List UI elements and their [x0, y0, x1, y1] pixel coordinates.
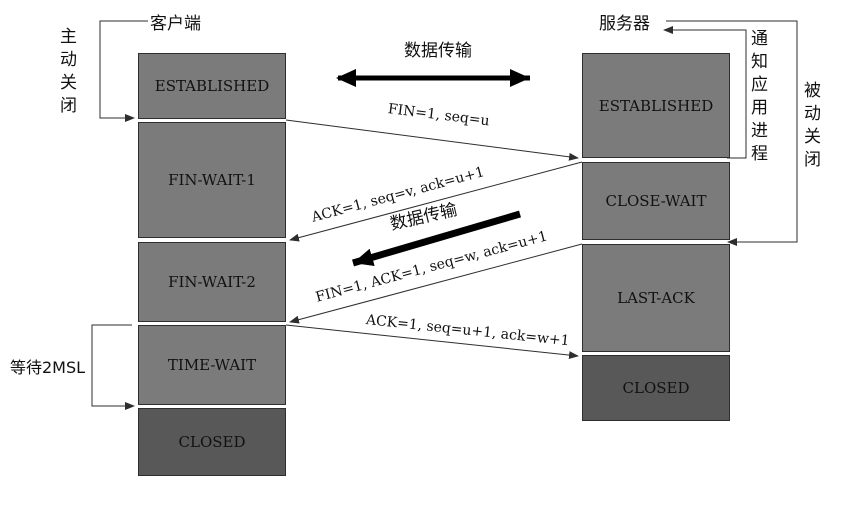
- data-transfer-thick-arrow: [352, 210, 521, 267]
- server-title: 服务器: [599, 14, 650, 34]
- wait-2msl-bracket: [91, 324, 135, 410]
- fin1-arrow: [285, 119, 579, 161]
- data-transfer-top-label: 数据传输: [404, 41, 472, 61]
- client-state-time-wait: TIME-WAIT: [138, 325, 286, 405]
- passive-close-label: 被动关闭: [804, 81, 821, 170]
- wait-2msl-label: 等待2MSL: [10, 358, 86, 377]
- client-state-closed: CLOSED: [138, 408, 286, 476]
- client-state-established: ESTABLISHED: [138, 53, 286, 119]
- active-close-bracket: [99, 20, 148, 122]
- fin2-arrow: [289, 243, 583, 324]
- server-state-close-wait: CLOSE-WAIT: [582, 162, 730, 240]
- server-state-last-ack: LAST-ACK: [582, 244, 730, 352]
- server-state-established: ESTABLISHED: [582, 53, 730, 158]
- client-state-fin-wait-2: FIN-WAIT-2: [138, 242, 286, 322]
- notify-app-label: 通知应用进程: [751, 29, 768, 164]
- active-close-label: 主动关闭: [60, 27, 77, 116]
- ack2-arrow: [285, 324, 579, 360]
- server-state-closed: CLOSED: [582, 355, 730, 421]
- ack1-arrow: [289, 161, 583, 242]
- notify-app-bracket: [663, 26, 747, 159]
- passive-close-bracket: [666, 20, 798, 246]
- client-title: 客户端: [150, 14, 201, 34]
- client-state-fin-wait-1: FIN-WAIT-1: [138, 122, 286, 238]
